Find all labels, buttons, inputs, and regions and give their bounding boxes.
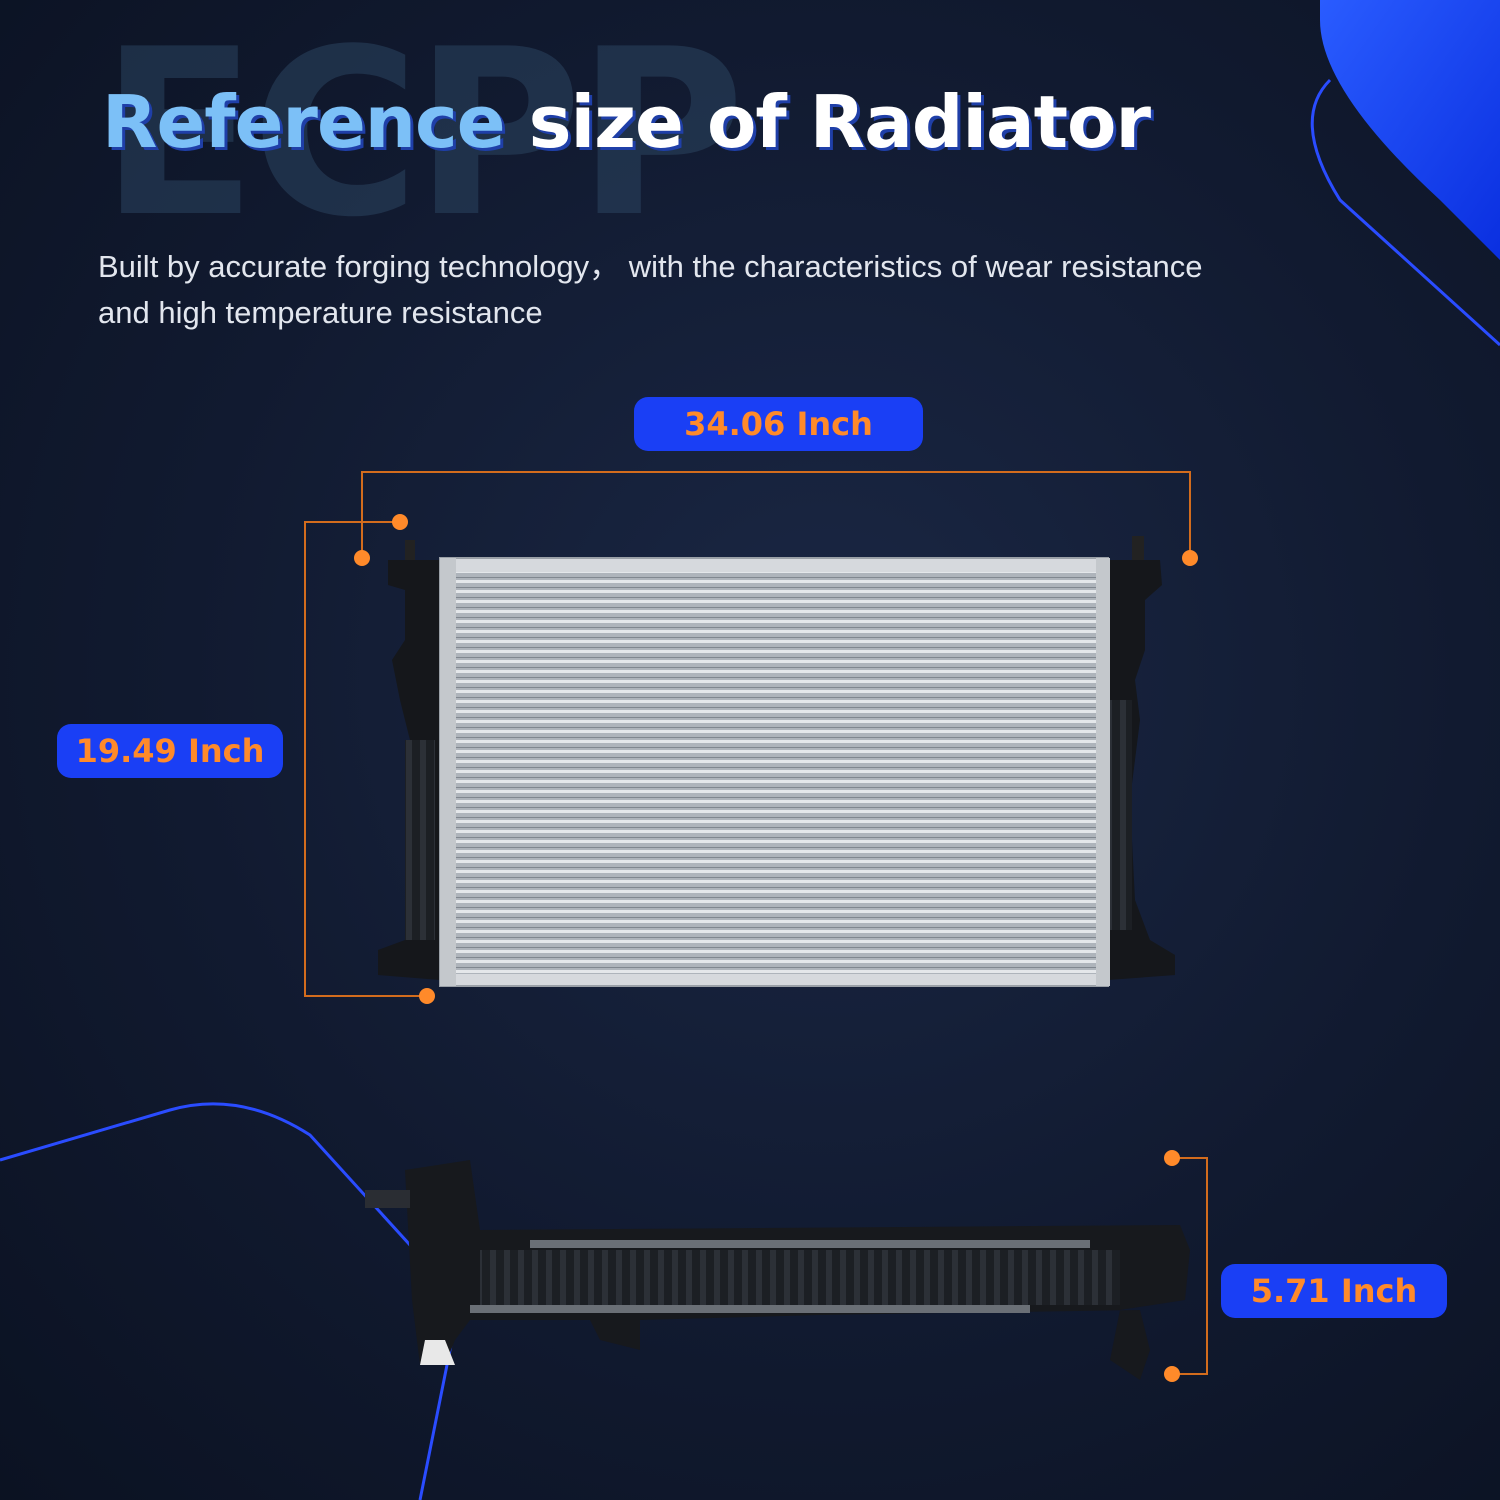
page-title: Reference size of Radiator bbox=[102, 80, 1151, 164]
height-marker-bottom bbox=[419, 988, 435, 1004]
radiator-side-view bbox=[365, 1160, 1190, 1380]
product-description: Built by accurate forging technology， wi… bbox=[98, 249, 1203, 330]
depth-marker-top bbox=[1164, 1150, 1180, 1166]
side-ribs bbox=[480, 1250, 1120, 1305]
bottom-left-outline bbox=[0, 1102, 462, 1500]
left-tank-ribs bbox=[405, 740, 435, 940]
top-right-blue-shape bbox=[1320, 0, 1500, 260]
width-marker-left bbox=[354, 550, 370, 566]
height-dimension-badge: 19.49 Inch bbox=[57, 724, 283, 778]
radiator-front-view bbox=[378, 536, 1175, 987]
dimension-lines bbox=[304, 471, 1208, 1375]
depth-marker-bottom bbox=[1164, 1366, 1180, 1382]
width-dimension-line bbox=[361, 471, 1191, 558]
title-rest: size of Radiator bbox=[504, 80, 1151, 164]
title-accent: Reference bbox=[102, 80, 506, 164]
radiator-fin-core bbox=[455, 572, 1097, 974]
height-marker-top bbox=[392, 514, 408, 530]
depth-dimension-line bbox=[1172, 1157, 1208, 1375]
top-right-outline bbox=[1310, 78, 1500, 347]
depth-dimension-badge: 5.71 Inch bbox=[1221, 1264, 1447, 1318]
brand-watermark: ECPP bbox=[100, 1, 745, 268]
dimension-markers bbox=[354, 514, 1198, 1382]
width-dimension-badge: 34.06 Inch bbox=[634, 397, 923, 451]
drain-plug bbox=[420, 1340, 455, 1365]
height-dimension-line bbox=[304, 521, 427, 997]
right-tank-ribs bbox=[1110, 700, 1132, 930]
width-marker-right bbox=[1182, 550, 1198, 566]
